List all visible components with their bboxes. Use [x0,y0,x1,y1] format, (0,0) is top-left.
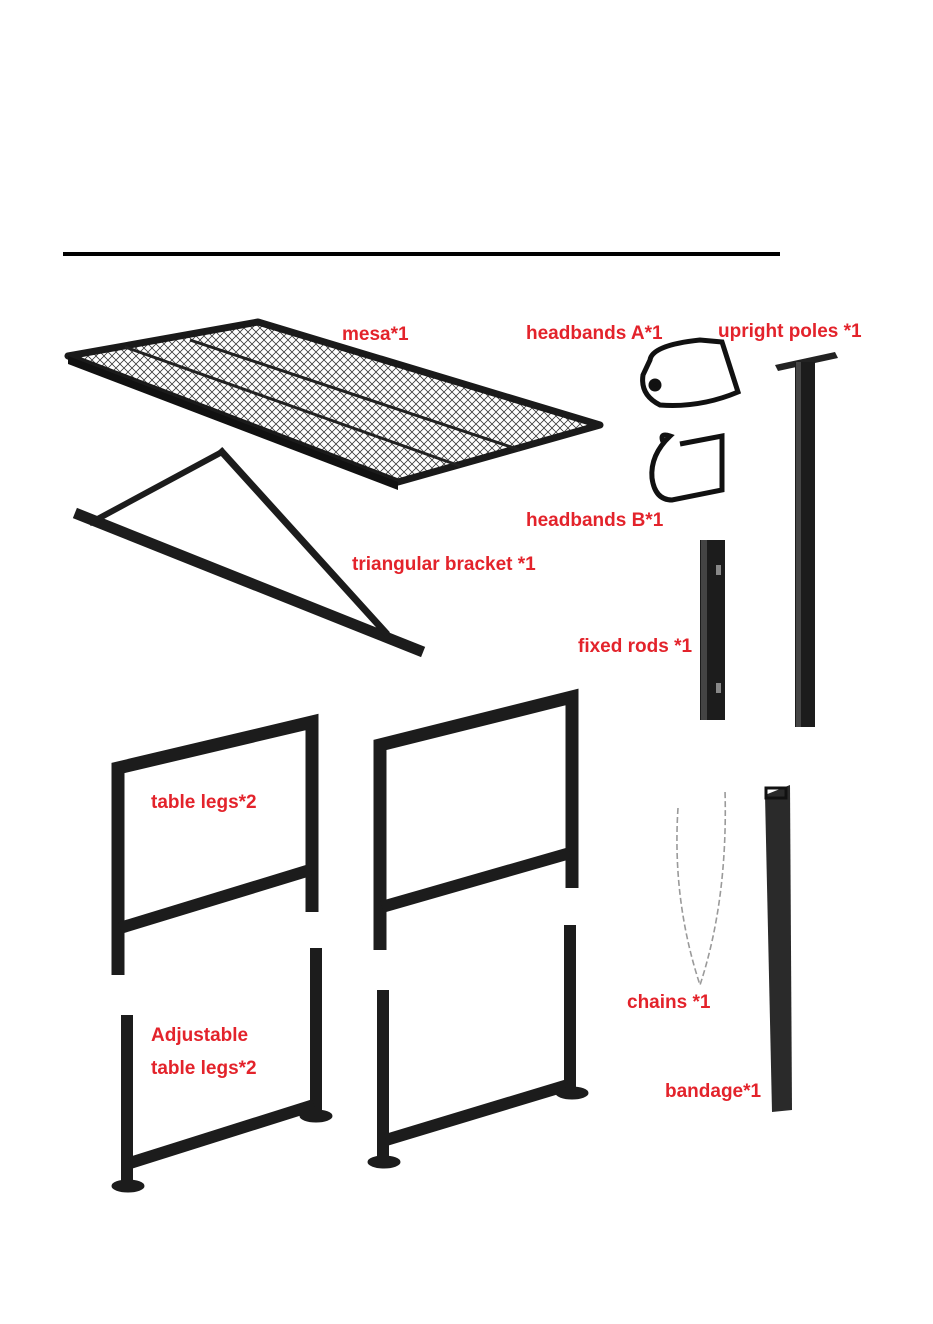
triangular-bracket-image [80,452,418,650]
fixed-rod-image [700,540,725,720]
label-upright-poles: upright poles *1 [718,322,862,341]
upright-pole-image [775,352,838,727]
label-adjustable-line2: table legs*2 [151,1059,257,1078]
label-bandage: bandage*1 [665,1082,761,1101]
headbands-a-image [643,340,738,405]
label-table-legs: table legs*2 [151,793,257,812]
label-headbands-b: headbands B*1 [526,511,663,530]
label-mesa: mesa*1 [342,325,409,344]
table-legs-image [118,697,572,975]
label-fixed-rods: fixed rods *1 [578,637,692,656]
label-headbands-a: headbands A*1 [526,324,663,343]
label-chains: chains *1 [627,993,710,1012]
label-triangular-bracket: triangular bracket *1 [352,555,536,574]
headbands-b-image [652,435,722,500]
bandage-image [765,785,792,1112]
chains-image [677,790,725,985]
label-adjustable-line1: Adjustable [151,1026,248,1045]
mesa-image [68,322,600,490]
